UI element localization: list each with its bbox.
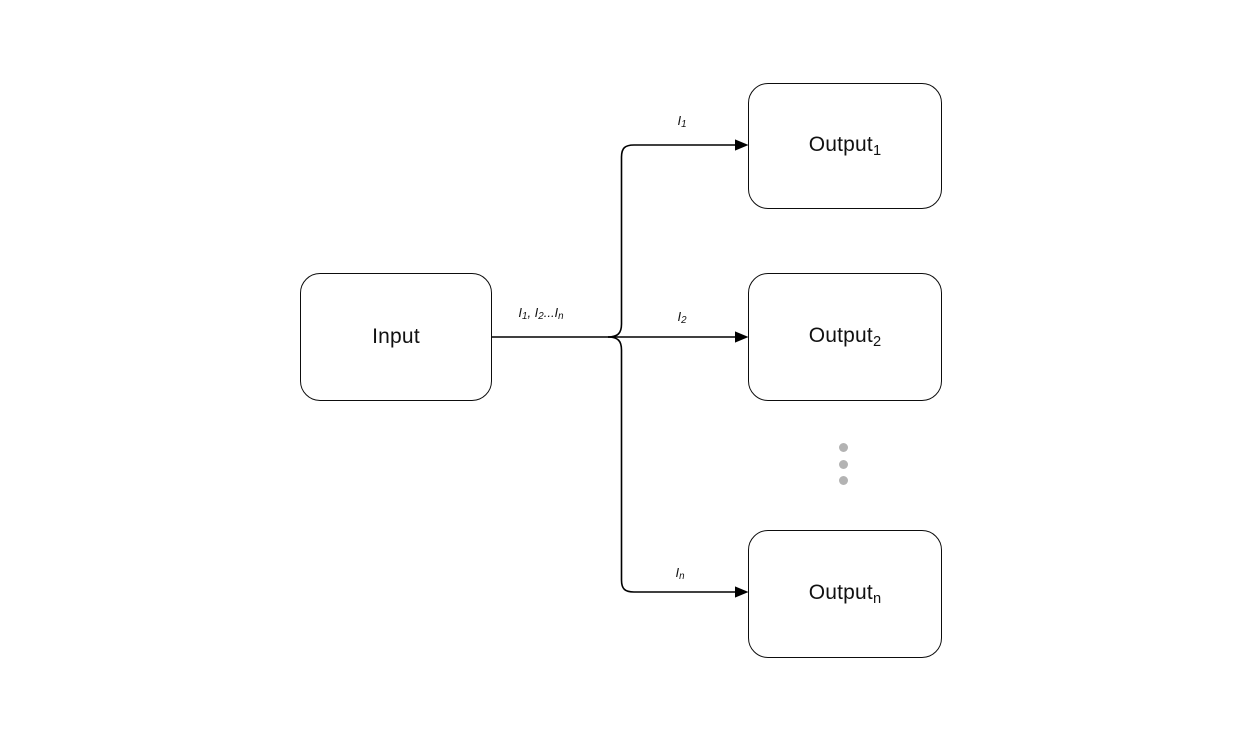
arrowhead-output1 <box>735 139 749 151</box>
node-output1-label: Output1 <box>808 132 882 160</box>
ellipsis-dot <box>839 443 848 452</box>
edge-label-i1: I1 <box>677 113 687 131</box>
arrowhead-outputn <box>735 586 749 598</box>
edge-label-main: I1, I2...In <box>518 305 564 323</box>
ellipsis-dot <box>839 459 848 469</box>
node-outputn-subscript: n <box>872 591 882 608</box>
node-outputn: Outputn <box>748 530 942 658</box>
node-input-label: Input <box>372 325 420 348</box>
node-input: Input <box>300 273 492 401</box>
node-output1-subscript: 1 <box>872 143 882 160</box>
connector-branch-to-output1 <box>607 144 736 338</box>
node-output2: Output2 <box>748 273 942 401</box>
node-output1: Output1 <box>748 83 942 209</box>
edge-label-in: In <box>675 565 685 583</box>
ellipsis-dot <box>839 476 848 485</box>
arrowhead-output2 <box>735 331 749 343</box>
node-output2-label: Output2 <box>808 323 882 351</box>
node-outputn-label: Outputn <box>808 580 882 608</box>
node-output2-subscript: 2 <box>872 334 882 351</box>
edge-label-i2: I2 <box>677 309 687 327</box>
connector-branch-to-outputn <box>607 336 736 593</box>
ellipsis-dots <box>839 443 848 485</box>
